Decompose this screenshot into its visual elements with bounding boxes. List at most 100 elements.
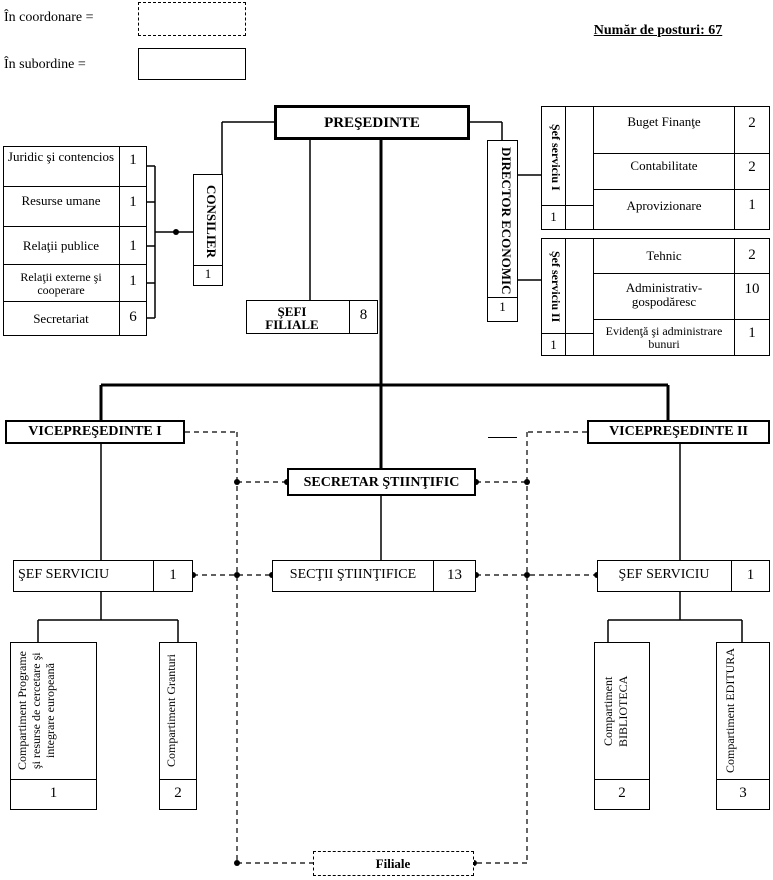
administrativ-label: Administrativ-gospodăresc bbox=[625, 280, 703, 309]
sef2-group: Şef serviciu II 1 Tehnic 2 Administrativ… bbox=[541, 238, 770, 356]
sectii-box: SECŢII ŞTIINŢIFICE 13 bbox=[272, 560, 476, 592]
sef-left-count: 1 bbox=[169, 567, 177, 583]
secretar-box: SECRETAR ŞTIINŢIFIC bbox=[287, 468, 476, 496]
left-units-divider bbox=[119, 146, 120, 336]
buget-label: Buget Finanţe bbox=[627, 114, 701, 129]
divider bbox=[488, 437, 517, 438]
unit-secretariat-label: Secretariat bbox=[33, 311, 89, 326]
consilier-count: 1 bbox=[204, 266, 212, 281]
divider bbox=[717, 779, 769, 780]
sef2-label: Şef serviciu II bbox=[549, 251, 563, 323]
divider bbox=[595, 779, 649, 780]
unit-resurse-count: 1 bbox=[129, 194, 137, 210]
divider bbox=[194, 265, 222, 266]
sef-left-label: ŞEF SERVICIU bbox=[18, 567, 110, 582]
sectii-count: 13 bbox=[447, 567, 462, 583]
director-count: 1 bbox=[499, 299, 506, 314]
comp-editura-box: Compartiment EDITURA 3 bbox=[716, 642, 770, 810]
vp1-box: VICEPREŞEDINTE I bbox=[5, 420, 185, 444]
comp-programe-box: Compartiment Programe şi resurse de cerc… bbox=[10, 642, 97, 810]
divider bbox=[593, 153, 769, 154]
sefi-filiale-count: 8 bbox=[359, 307, 368, 323]
comp-programe-count: 1 bbox=[49, 785, 58, 801]
divider bbox=[11, 779, 96, 780]
divider bbox=[349, 301, 350, 333]
divider bbox=[3, 301, 147, 302]
sefi-filiale-label: ŞEFI FILIALE bbox=[265, 304, 319, 332]
tehnic-count: 2 bbox=[748, 247, 756, 263]
evidenta-label: Evidenţă şi administrare bunuri bbox=[605, 324, 723, 351]
unit-relatii-externe-label: Relaţii externe şi cooperare bbox=[20, 270, 102, 297]
divider bbox=[3, 264, 147, 265]
sef1-group: Şef serviciu I 1 Buget Finanţe 2 Contabi… bbox=[541, 106, 770, 230]
contabilitate-count: 2 bbox=[748, 159, 756, 175]
legend-sub-label: În subordine = bbox=[4, 57, 86, 72]
divider bbox=[731, 561, 732, 591]
sef-right-count: 1 bbox=[746, 567, 755, 583]
consilier-label: CONSILIER bbox=[204, 184, 219, 258]
tehnic-label: Tehnic bbox=[646, 248, 682, 263]
comp-biblioteca-count: 2 bbox=[618, 785, 626, 801]
divider bbox=[565, 239, 566, 355]
divider bbox=[593, 273, 769, 274]
consilier-box: CONSILIER 1 bbox=[193, 174, 223, 286]
divider bbox=[593, 189, 769, 190]
sef-right-label: ŞEF SERVICIU bbox=[618, 567, 710, 582]
vp2-box: VICEPREŞEDINTE II bbox=[587, 420, 770, 444]
administrativ-count: 10 bbox=[744, 281, 760, 297]
legend-coord-box bbox=[138, 2, 246, 36]
unit-relatii-publice-count: 1 bbox=[129, 238, 137, 254]
sef1-count: 1 bbox=[550, 209, 557, 224]
evidenta-count: 1 bbox=[748, 325, 756, 341]
sef1-label: Şef serviciu I bbox=[549, 123, 563, 191]
divider bbox=[542, 333, 593, 334]
unit-resurse-label: Resurse umane bbox=[21, 193, 101, 208]
unit-secretariat-count: 6 bbox=[129, 309, 137, 325]
comp-granturi-count: 2 bbox=[174, 785, 182, 801]
aprovizionare-label: Aprovizionare bbox=[626, 198, 702, 213]
divider bbox=[734, 107, 735, 229]
sef2-count: 1 bbox=[550, 337, 557, 352]
sectii-label: SECŢII ŞTIINŢIFICE bbox=[289, 567, 417, 582]
contabilitate-label: Contabilitate bbox=[630, 158, 698, 173]
director-label: DIRECTOR ECONOMIC bbox=[499, 147, 514, 295]
filiale-box: Filiale bbox=[313, 851, 474, 876]
legend-sub-box bbox=[138, 48, 246, 80]
comp-biblioteca-label: Compartiment BIBLIOTECA bbox=[601, 675, 630, 747]
president-label: PREŞEDINTE bbox=[324, 115, 420, 131]
secretar-label: SECRETAR ŞTIINŢIFIC bbox=[303, 475, 460, 490]
divider bbox=[565, 107, 566, 229]
divider bbox=[593, 107, 594, 229]
sef-right-box: ŞEF SERVICIU 1 bbox=[597, 560, 770, 592]
divider bbox=[734, 239, 735, 355]
divider bbox=[160, 779, 196, 780]
divider bbox=[3, 186, 147, 187]
unit-juridic-label: Juridic şi contencios bbox=[7, 149, 115, 164]
comp-granturi-label: Compartiment Granturi bbox=[164, 654, 178, 768]
director-box: DIRECTOR ECONOMIC 1 bbox=[487, 140, 518, 438]
buget-count: 2 bbox=[748, 115, 756, 131]
unit-juridic-count: 1 bbox=[129, 152, 137, 168]
unit-relatii-publice-label: Relaţii publice bbox=[22, 238, 100, 253]
divider bbox=[433, 561, 434, 591]
divider bbox=[593, 239, 594, 355]
president-box: PREŞEDINTE bbox=[274, 105, 470, 140]
total-posts: Număr de posturi: 67 bbox=[593, 23, 723, 38]
comp-editura-label: Compartiment EDITURA bbox=[723, 648, 737, 774]
divider bbox=[542, 205, 593, 206]
divider bbox=[488, 297, 517, 298]
vp1-label: VICEPREŞEDINTE I bbox=[28, 424, 162, 439]
comp-granturi-box: Compartiment Granturi 2 bbox=[159, 642, 197, 810]
unit-relatii-externe-count: 1 bbox=[129, 273, 137, 289]
divider bbox=[593, 319, 769, 320]
filiale-label: Filiale bbox=[375, 856, 411, 871]
comp-biblioteca-box: Compartiment BIBLIOTECA 2 bbox=[594, 642, 650, 810]
divider bbox=[3, 226, 147, 227]
sefi-filiale-box: ŞEFI FILIALE 8 bbox=[246, 300, 378, 334]
comp-programe-label: Compartiment Programe şi resurse de cerc… bbox=[15, 651, 57, 771]
left-units-group bbox=[3, 146, 147, 336]
vp2-label: VICEPREŞEDINTE II bbox=[609, 424, 748, 439]
legend-coord-label: În coordonare = bbox=[4, 10, 94, 25]
comp-editura-count: 3 bbox=[739, 785, 747, 801]
